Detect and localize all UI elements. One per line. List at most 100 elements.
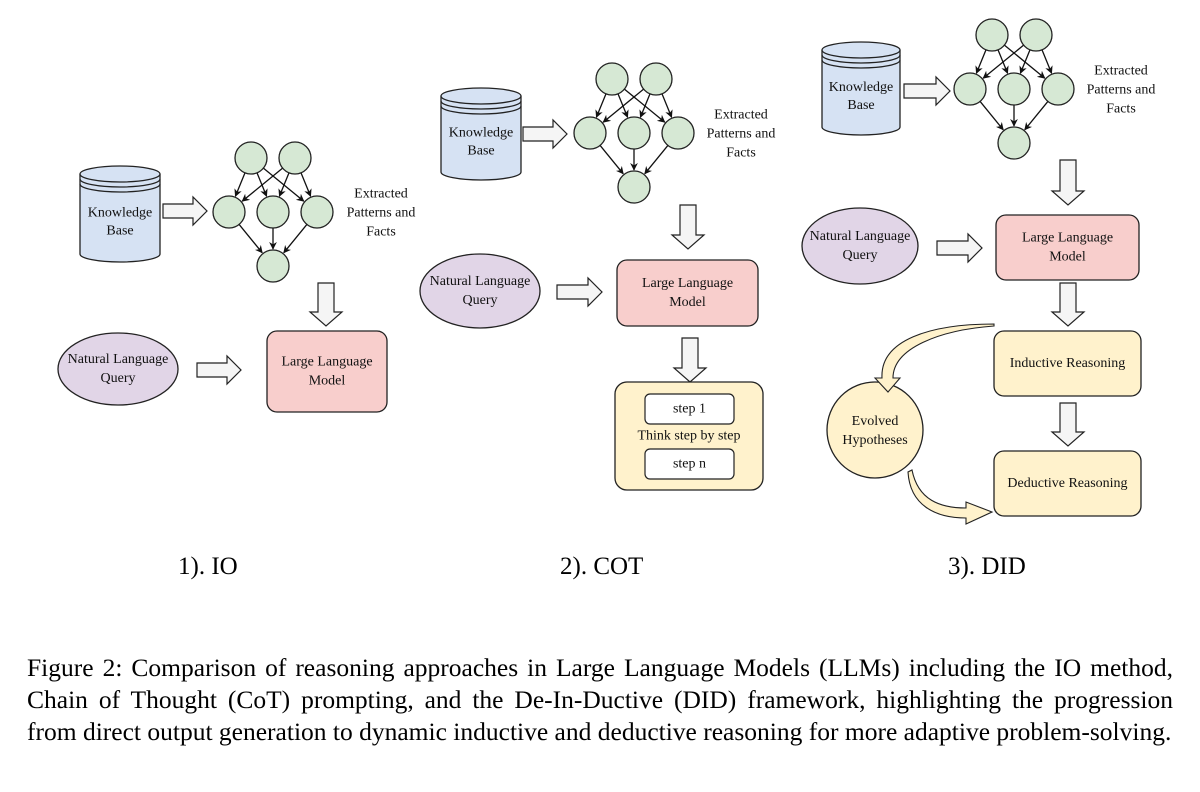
query-label-line: Query: [843, 248, 878, 263]
did-inductive-reasoning: Inductive Reasoning: [993, 330, 1142, 397]
cot-arrow-kb-to-graph: [522, 118, 568, 150]
cylinder-ring: [440, 100, 522, 110]
knowledge-base-label-line: Base: [106, 224, 133, 239]
graph-edge: [599, 144, 624, 175]
graph-edge: [661, 93, 673, 118]
graph-node: [234, 141, 268, 175]
graph-edge: [241, 167, 284, 202]
knowledge-base-label-line: Base: [467, 144, 494, 159]
cot-arrow-graph-to-llm: [670, 204, 706, 250]
did-curved-arrow-to-deductive: [907, 469, 994, 525]
io-arrow-query-to-llm: [196, 354, 242, 386]
io-arrow-graph-to-llm: [308, 282, 344, 327]
graph-edge: [982, 44, 1025, 79]
graph-node: [1019, 18, 1053, 52]
hypotheses-label-line: Hypotheses: [842, 433, 907, 448]
did-llm-label-line: Model: [1049, 250, 1086, 265]
query-ellipse: [801, 207, 919, 285]
io-llm-label-line: Large Language: [281, 355, 372, 370]
graph-edge: [595, 93, 607, 118]
knowledge-base-label-line: Knowledge: [449, 126, 514, 141]
extracted-patterns-label-line: Facts: [1106, 102, 1136, 117]
query-label-line: Natural Language: [68, 352, 169, 367]
step-1-box: [644, 393, 735, 425]
graph-edge: [639, 93, 651, 118]
cylinder-top: [440, 87, 522, 105]
graph-node: [617, 170, 651, 204]
extracted-patterns-label-line: Patterns and: [1087, 83, 1156, 98]
graph-edge: [1041, 49, 1053, 74]
did-llm-label-line: Large Language: [1022, 231, 1113, 246]
graph-node: [953, 72, 987, 106]
io-arrow-kb-to-graph: [162, 195, 208, 227]
hypotheses-label-line: Evolved: [852, 414, 899, 429]
step-1-label-line: step 1: [673, 402, 706, 417]
step-n-label-line: step n: [673, 457, 706, 472]
graph-node: [617, 116, 651, 150]
extracted-patterns-label-line: Extracted: [1094, 64, 1148, 79]
extracted-patterns-label-line: Patterns and: [347, 206, 416, 221]
knowledge-base-label-line: Knowledge: [88, 206, 153, 221]
io-llm-label-line: Model: [309, 374, 346, 389]
did-arrow-inductive-to-deductive: [1050, 402, 1086, 447]
cot-arrow-llm-to-steps: [672, 337, 708, 383]
knowledge-base-label-line: Knowledge: [829, 80, 894, 95]
did-curved-arrow-to-hypotheses: [873, 323, 995, 393]
did-arrow-graph-to-llm: [1050, 159, 1086, 206]
graph-edge: [238, 223, 263, 254]
graph-node: [997, 72, 1031, 106]
graph-node: [212, 195, 246, 229]
step-n-box: [644, 448, 735, 480]
graph-node: [639, 62, 673, 96]
cylinder-ring: [79, 183, 161, 193]
did-deductive-reasoning-label-line: Deductive Reasoning: [1007, 476, 1127, 491]
think-step-by-step-label-line: Think step by step: [637, 429, 740, 444]
extracted-patterns-label-line: Extracted: [354, 187, 408, 202]
cylinder-top: [821, 41, 901, 59]
io-llm-box: [266, 330, 388, 413]
did-arrow-kb-to-graph: [903, 75, 951, 107]
cylinder-body: [79, 174, 161, 263]
graph-node: [975, 18, 1009, 52]
panel-label-did: 3). DID: [948, 553, 1026, 580]
graph-node: [1041, 72, 1075, 106]
graph-node: [997, 126, 1031, 160]
cylinder-ring: [821, 59, 901, 69]
graph-node: [256, 249, 290, 283]
graph-edge: [278, 172, 290, 197]
graph-node: [256, 195, 290, 229]
graph-node: [300, 195, 334, 229]
query-label-line: Natural Language: [430, 274, 531, 289]
query-label-line: Query: [463, 293, 498, 308]
did-llm-box: [995, 214, 1140, 281]
cot-llm-box: [616, 259, 759, 327]
did-deductive-reasoning-box: [993, 450, 1142, 517]
cylinder-ring: [821, 54, 901, 64]
graph-edge: [1019, 49, 1031, 74]
query-label-line: Natural Language: [810, 229, 911, 244]
graph-edge: [975, 49, 987, 74]
extracted-patterns-label-line: Extracted: [714, 108, 768, 123]
did-arrow-query-to-llm: [936, 232, 983, 264]
panel-label-cot: 2). COT: [560, 553, 644, 580]
cot-llm-label-line: Large Language: [642, 276, 733, 291]
graph-node: [595, 62, 629, 96]
hypotheses-circle: [826, 381, 924, 479]
panel-label-io: 1). IO: [178, 553, 238, 580]
query-ellipse: [57, 332, 179, 406]
figure-caption: Figure 2: Comparison of reasoning approa…: [27, 653, 1173, 746]
cylinder-body: [821, 50, 901, 136]
cot-arrow-query-to-llm: [556, 276, 603, 308]
did-inductive-reasoning-label-line: Inductive Reasoning: [1010, 356, 1125, 371]
graph-node: [661, 116, 695, 150]
